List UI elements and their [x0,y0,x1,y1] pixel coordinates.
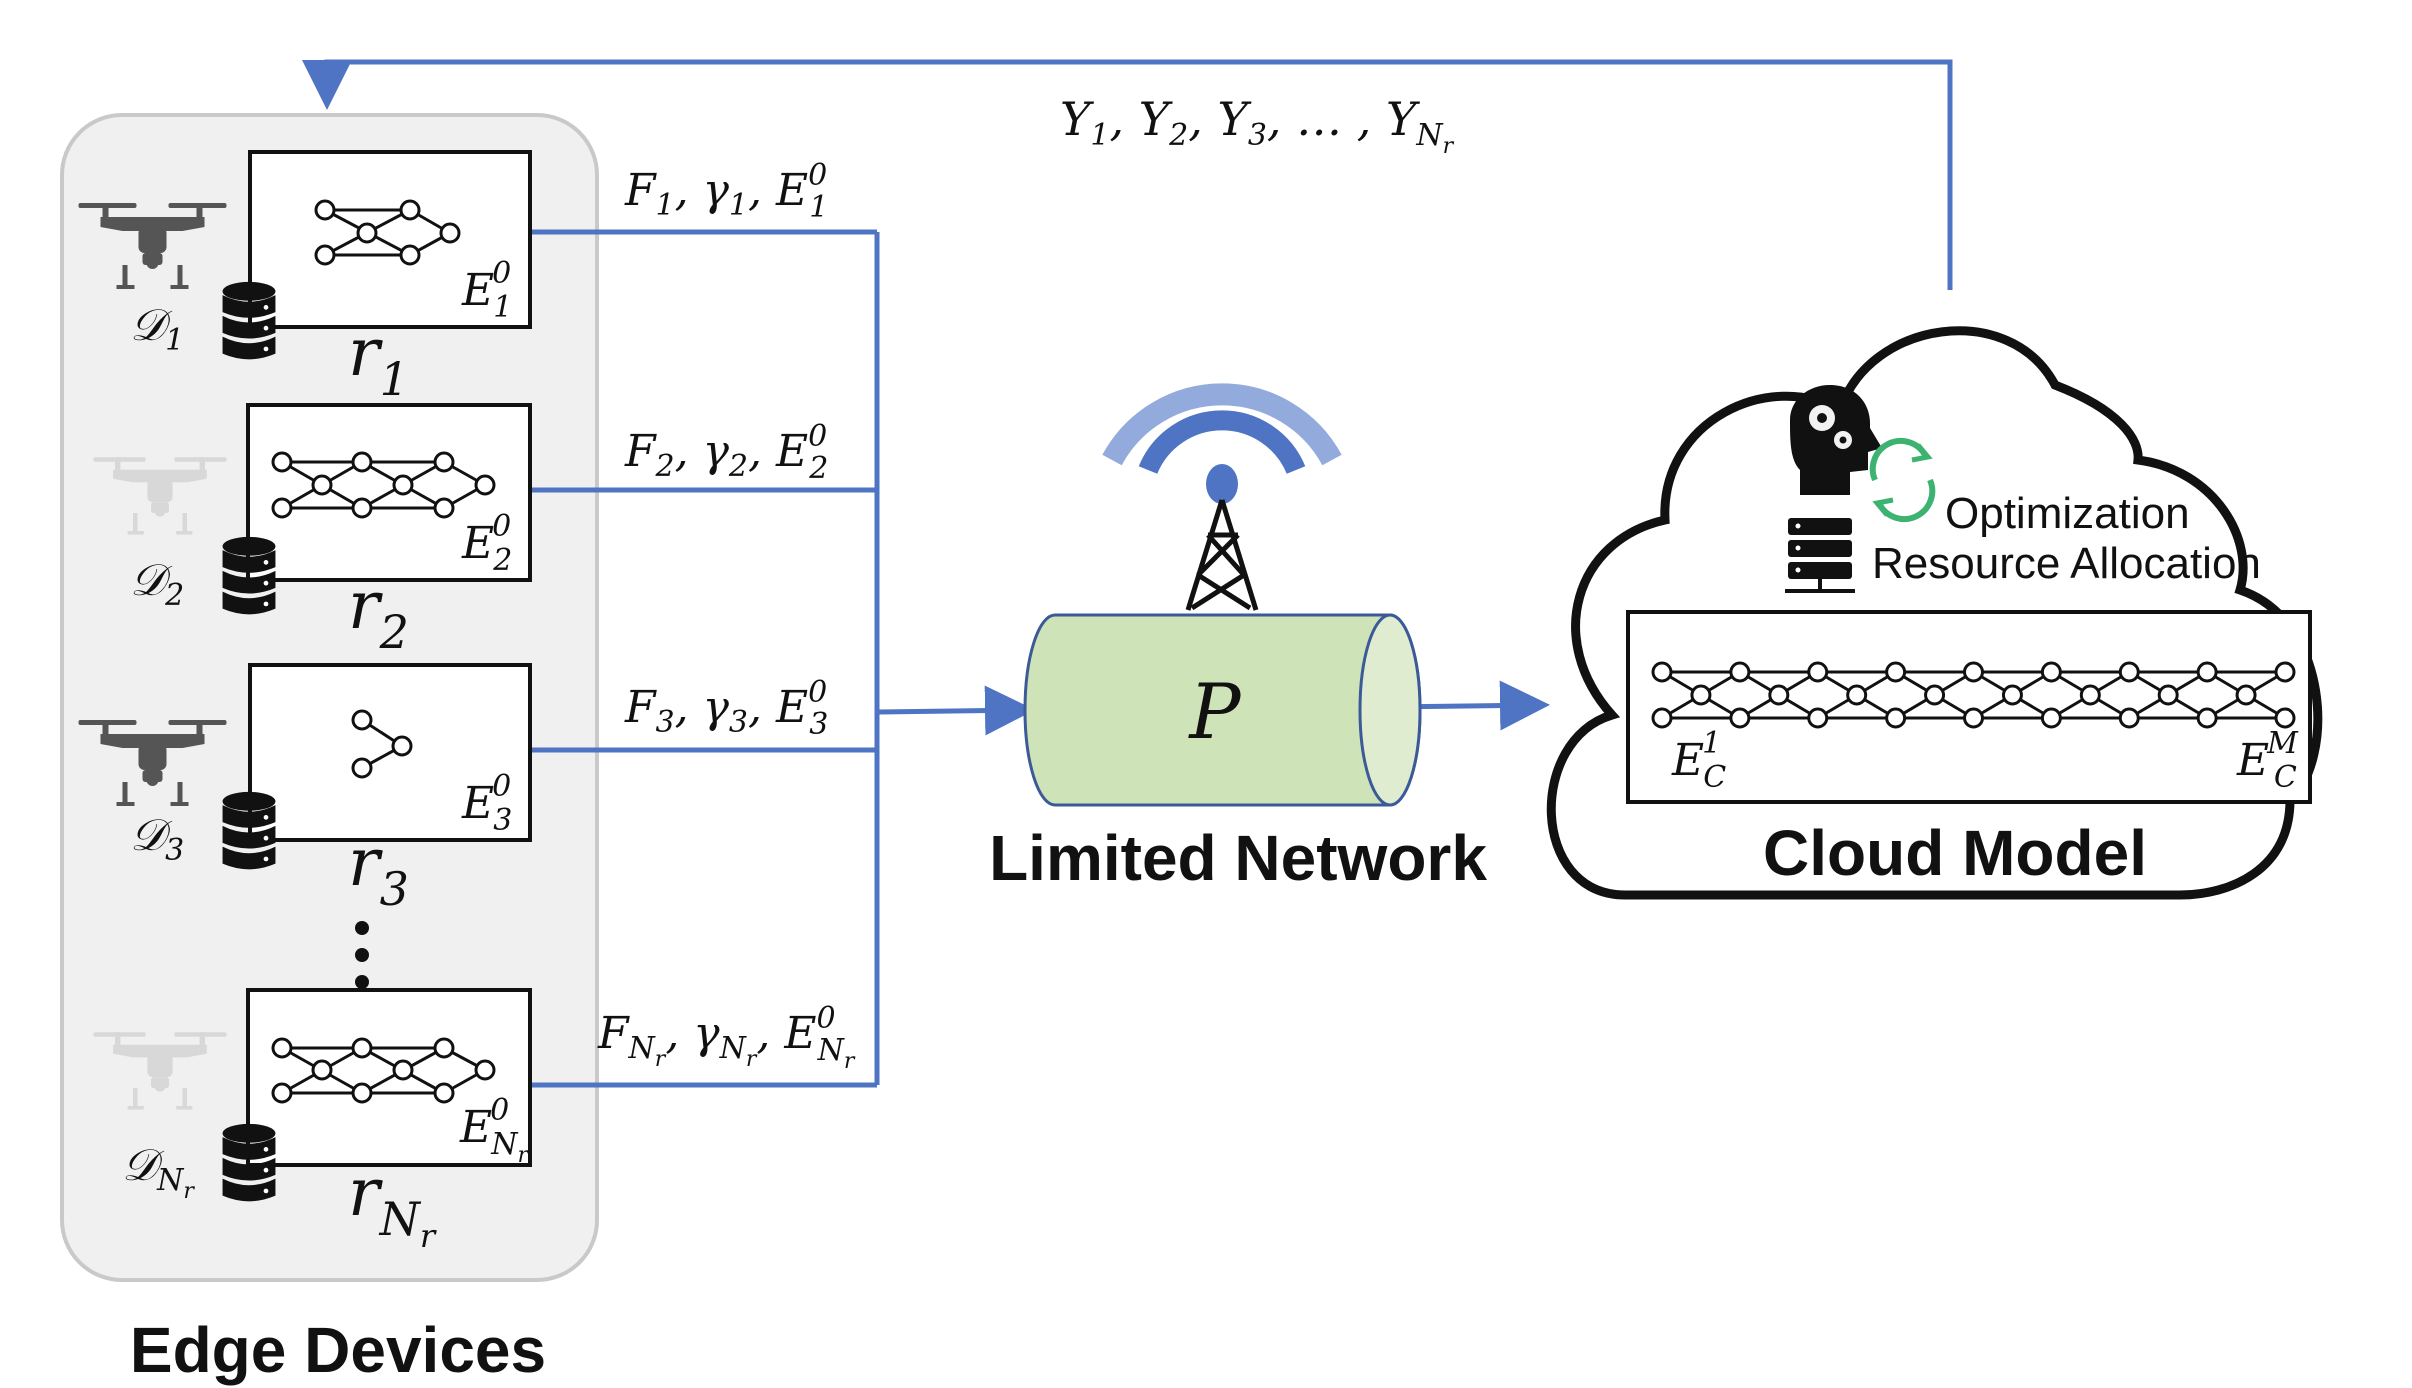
feedback-line [302,59,1953,290]
feedback-label: Y1, Y2, Y3, … , YNr [1060,92,1455,159]
net-node [2196,707,2218,729]
net-node [1885,661,1907,683]
ellipsis-dots [355,921,369,989]
net-node [2196,661,2218,683]
net-node [2157,684,2179,706]
net-node [2040,661,2062,683]
net-node [2274,707,2296,729]
robot-label-2: r2 [348,567,409,659]
net-node [1690,684,1712,706]
edge-devices-title: Edge Devices [130,1314,546,1386]
optimization-label: Optimization [1945,489,2190,538]
cloud-model-box [1626,610,2312,804]
brain-gear-icon [1790,385,1882,495]
net-node [2235,684,2257,706]
net-node [1846,684,1868,706]
dataset-label-1: 𝒟1 [130,300,184,358]
net-node [2079,684,2101,706]
neural-net-icon [314,199,461,266]
network-pipe-label: P [1187,667,1242,756]
net-node [2274,661,2296,683]
to-network-arrow [876,685,1035,736]
net-node [2118,661,2140,683]
net-node [1651,661,1673,683]
network-pipe [1023,613,1422,807]
net-node [1963,707,1984,729]
device-model-box-1 [248,150,532,329]
dataset-label-3: 𝒟3 [130,810,184,868]
neural-net-icon [271,451,496,519]
net-node [2001,684,2023,706]
robot-label-3: r3 [348,824,409,916]
net-node [1768,684,1790,706]
robot-label-1: r1 [348,314,409,406]
neural-net-icon [271,1037,496,1104]
limited-network-title: Limited Network [989,822,1487,894]
net-node [1963,661,1984,683]
dataset-label-nr: 𝒟Nr [122,1140,195,1204]
net-node [1885,707,1907,729]
antenna-tower-icon [1102,383,1342,611]
neural-net-icon [351,709,413,779]
cloud-model-title: Cloud Model [1763,817,2147,889]
net-node [2118,707,2140,729]
net-node [1807,707,1829,729]
net-node [2040,707,2062,729]
net-node [1651,707,1673,729]
cycle-arrows-icon [1869,437,1936,523]
net-node [1807,661,1829,683]
robot-label-nr: rNr [348,1154,437,1255]
net-node [1924,684,1946,706]
neural-net-icon [1651,661,2296,729]
net-node [1729,661,1751,683]
server-icon [1785,518,1855,593]
net-node [1729,707,1751,729]
resource-allocation-label: Resource Allocation [1872,539,2261,588]
